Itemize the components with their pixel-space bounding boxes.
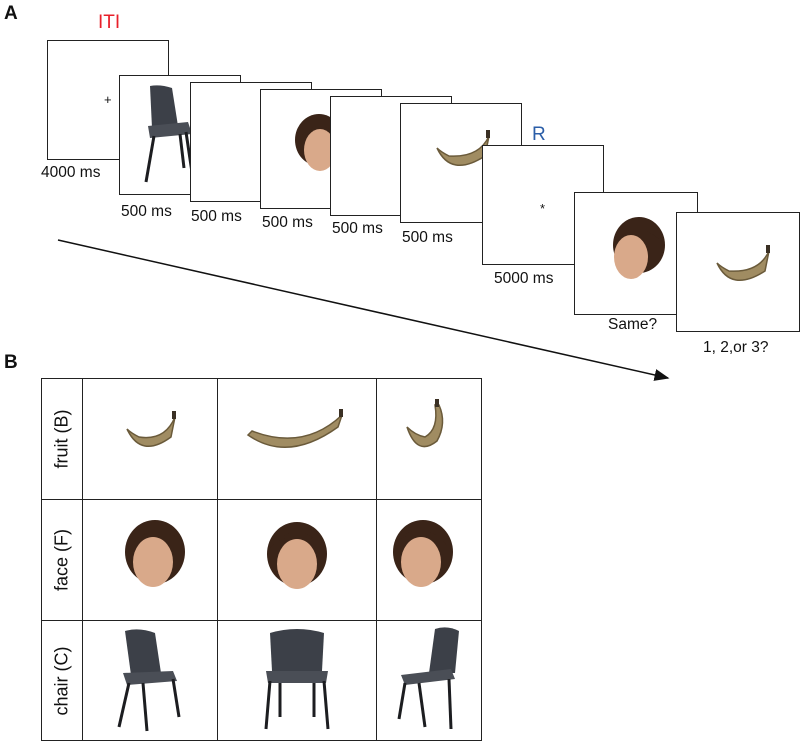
grid-row-chair: chair (C) <box>41 620 482 741</box>
row-label-face: face (F) <box>51 528 72 592</box>
fixation-cross: + <box>104 92 112 107</box>
chair-icon <box>117 629 181 732</box>
row-label-chair: chair (C) <box>51 645 72 716</box>
face-icon <box>267 522 327 589</box>
banana-icon <box>246 409 343 448</box>
chair-icon <box>397 627 459 730</box>
banana-icon <box>406 399 444 448</box>
grid-row-face: face (F) <box>41 499 482 621</box>
banana-icon <box>126 411 176 447</box>
face-icon <box>393 520 453 587</box>
duration-label: 500 ms <box>191 208 242 225</box>
choice-question: 1, 2,or 3? <box>703 339 769 356</box>
response-asterisk: * <box>540 201 546 216</box>
iti-label: ITI <box>98 12 121 33</box>
banana-icon <box>436 130 490 167</box>
r-label: R <box>532 124 546 145</box>
panel-a-letter: A <box>4 3 18 24</box>
chair-icon <box>264 629 330 730</box>
face-icon <box>125 520 185 587</box>
stimulus-grid: fruit (B) face (F) <box>41 378 482 741</box>
duration-label: 4000 ms <box>41 164 101 181</box>
same-question: Same? <box>608 316 658 333</box>
duration-label: 5000 ms <box>494 270 554 287</box>
banana-icon <box>716 245 770 282</box>
time-arrow <box>57 239 670 381</box>
duration-label: 500 ms <box>332 220 383 237</box>
row-label-fruit: fruit (B) <box>51 409 72 469</box>
duration-label: 500 ms <box>262 214 313 231</box>
frame-banana-probe <box>676 212 800 332</box>
duration-label: 500 ms <box>402 229 453 246</box>
duration-label: 500 ms <box>121 203 172 220</box>
panel-b-letter: B <box>4 352 18 373</box>
grid-row-fruit: fruit (B) <box>41 378 482 500</box>
face-icon <box>613 217 665 279</box>
